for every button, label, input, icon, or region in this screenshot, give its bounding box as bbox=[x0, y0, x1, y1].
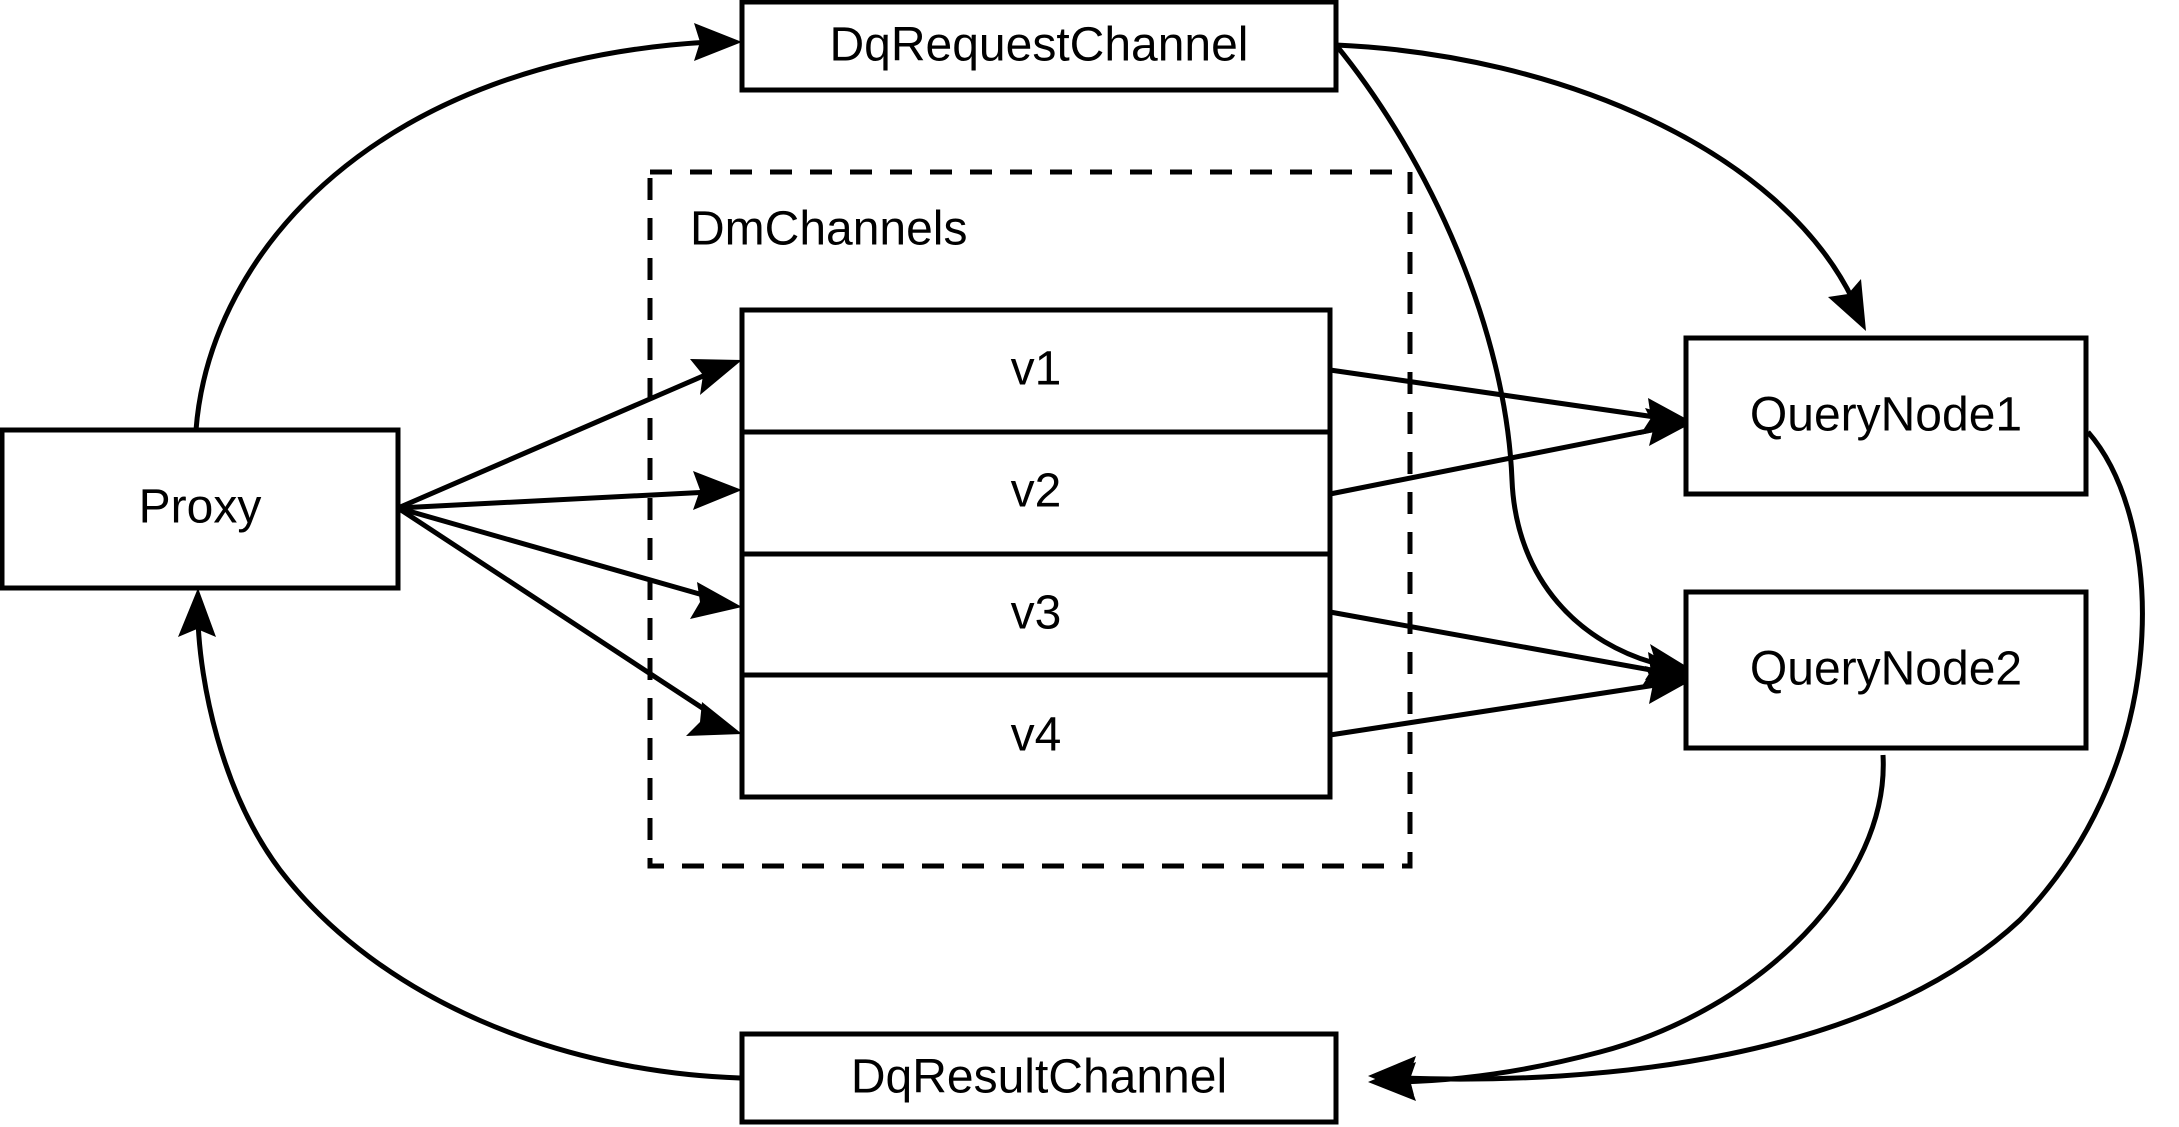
node-querynode2[interactable]: QueryNode2 bbox=[1683, 589, 2089, 751]
channel-label-v1: v1 bbox=[1011, 343, 1062, 396]
channel-label-v3: v3 bbox=[1011, 587, 1062, 640]
channel-label-v2: v2 bbox=[1011, 465, 1062, 518]
arrow-head-icon bbox=[1368, 1062, 1416, 1101]
arrow-head-icon bbox=[690, 582, 742, 619]
node-querynode2-label: QueryNode2 bbox=[1750, 643, 2022, 696]
edge-proxy-to-v1 bbox=[397, 359, 742, 511]
edge-proxy-to-dqrequestchannel bbox=[193, 23, 742, 431]
edge-dqrequestchannel-to-querynode1 bbox=[1335, 42, 1866, 331]
node-proxy[interactable]: Proxy bbox=[0, 427, 401, 591]
edge-dqrequestchannel-to-querynode2 bbox=[1334, 43, 1694, 680]
channel-stack: v1 v2 v3 v4 bbox=[739, 307, 1333, 800]
arrow-head-icon bbox=[686, 702, 742, 736]
dmchannels-group-label: DmChannels bbox=[690, 203, 967, 256]
channel-label-v4: v4 bbox=[1011, 709, 1062, 762]
edge-v3-to-querynode2 bbox=[1329, 609, 1694, 689]
channel-row-v4[interactable]: v4 bbox=[1011, 709, 1062, 762]
channel-row-v1[interactable]: v1 bbox=[1011, 343, 1062, 396]
arrow-head-icon bbox=[693, 471, 742, 510]
dmchannels-group-border bbox=[647, 169, 1413, 869]
node-dqrequestchannel-label: DqRequestChannel bbox=[830, 19, 1249, 72]
node-proxy-box bbox=[0, 427, 401, 591]
node-dqresultchannel[interactable]: DqResultChannel bbox=[739, 1031, 1339, 1125]
edge-dqresultchannel-to-proxy bbox=[178, 588, 741, 1081]
arrow-head-icon bbox=[690, 359, 742, 395]
arrow-head-icon bbox=[178, 588, 216, 637]
dmchannels-group: DmChannels bbox=[647, 169, 1413, 869]
node-dqresultchannel-box bbox=[739, 1031, 1339, 1125]
node-querynode1[interactable]: QueryNode1 bbox=[1683, 335, 2089, 497]
edge-proxy-to-v3 bbox=[397, 505, 742, 619]
node-dqrequestchannel[interactable]: DqRequestChannel bbox=[739, 0, 1339, 93]
node-querynode2-box bbox=[1683, 589, 2089, 751]
arrow-head-icon bbox=[1645, 666, 1694, 704]
edge-proxy-to-v4 bbox=[396, 505, 742, 736]
node-querynode1-label: QueryNode1 bbox=[1750, 389, 2022, 442]
arrow-head-icon bbox=[1645, 408, 1694, 446]
edge-v1-to-querynode1 bbox=[1329, 367, 1694, 435]
edge-v2-to-querynode1 bbox=[1329, 408, 1694, 497]
channel-row-v2[interactable]: v2 bbox=[1011, 465, 1062, 518]
arrow-head-icon bbox=[1828, 279, 1866, 331]
node-querynode1-box bbox=[1683, 335, 2089, 497]
channel-row-v3[interactable]: v3 bbox=[1011, 587, 1062, 640]
node-dqrequestchannel-box bbox=[739, 0, 1339, 93]
node-dqresultchannel-label: DqResultChannel bbox=[851, 1051, 1227, 1104]
edge-querynode2-to-dqresultchannel bbox=[1368, 754, 1886, 1101]
edge-querynode1-to-dqresultchannel bbox=[1368, 430, 2145, 1095]
node-proxy-label: Proxy bbox=[139, 481, 262, 534]
edge-v4-to-querynode2 bbox=[1329, 666, 1694, 738]
arrow-head-icon bbox=[694, 23, 742, 61]
edge-proxy-to-v2 bbox=[397, 471, 742, 511]
